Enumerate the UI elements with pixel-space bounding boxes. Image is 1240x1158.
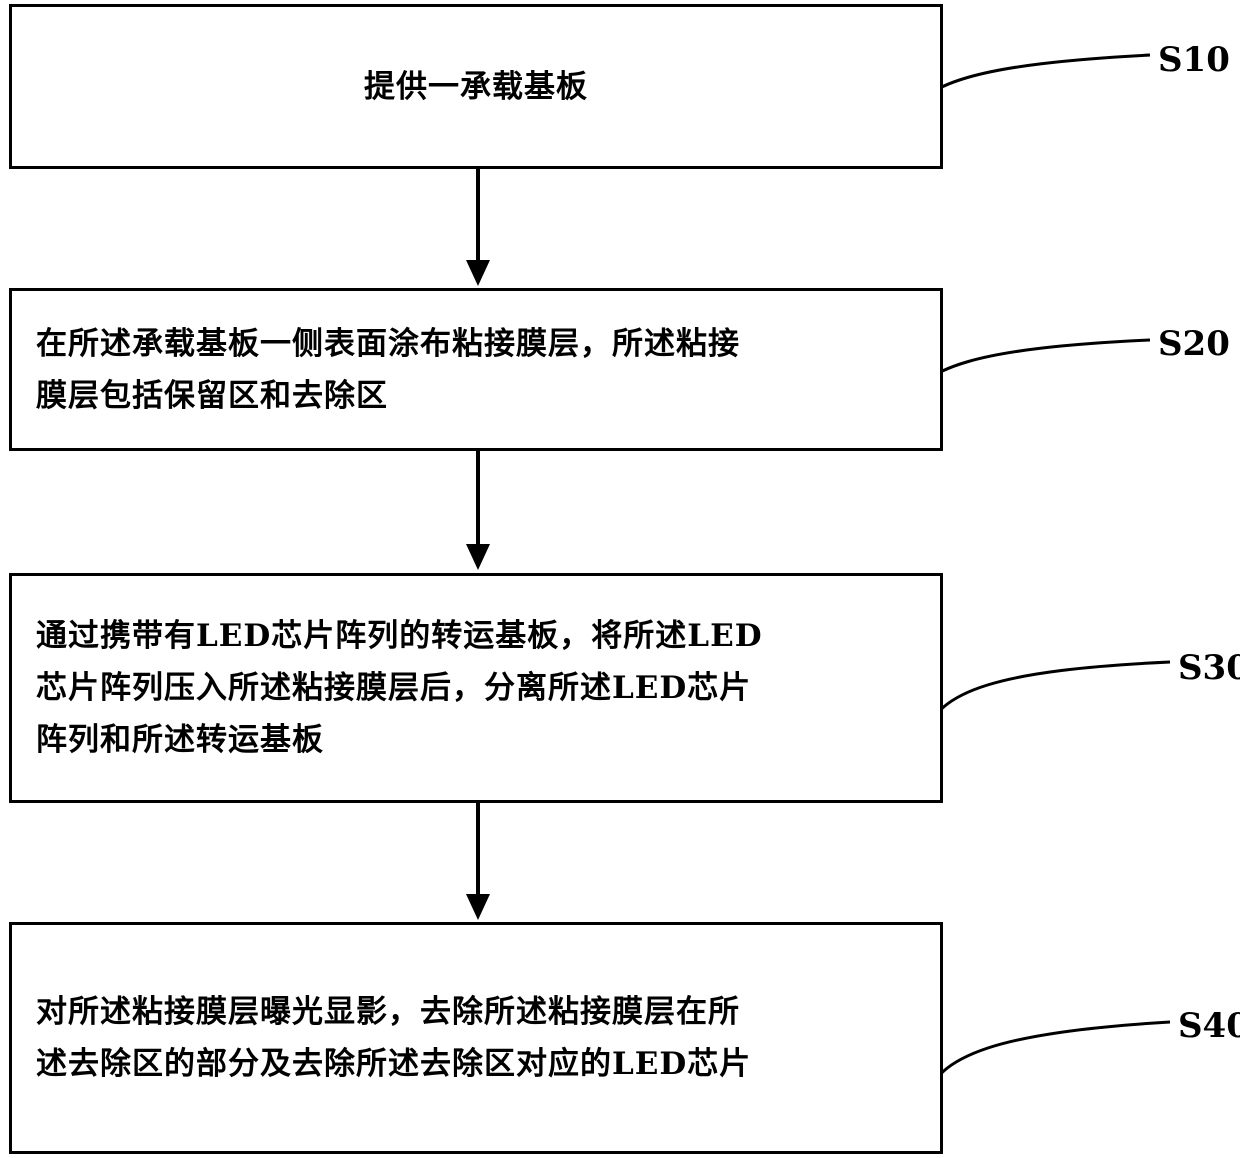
step-box-s30: 通过携带有LED芯片阵列的转运基板，将所述LED 芯片阵列压入所述粘接膜层后，分… xyxy=(9,573,943,803)
step-text-s40: 对所述粘接膜层曝光显影，去除所述粘接膜层在所 述去除区的部分及去除所述去除区对应… xyxy=(36,986,916,1090)
leader-curve-s30 xyxy=(925,662,1170,738)
leader-curve-s40 xyxy=(925,1022,1170,1102)
step-box-s40: 对所述粘接膜层曝光显影，去除所述粘接膜层在所 述去除区的部分及去除所述去除区对应… xyxy=(9,922,943,1154)
step-label-s20: S20 xyxy=(1158,324,1230,364)
step-box-s10: 提供一承载基板 xyxy=(9,4,943,169)
arrow-s10-s20 xyxy=(466,168,490,286)
arrow-s20-s30 xyxy=(466,450,490,570)
step-label-s10: S10 xyxy=(1158,40,1230,80)
step-label-s40: S40 xyxy=(1178,1006,1240,1046)
step-box-s20: 在所述承载基板一侧表面涂布粘接膜层，所述粘接 膜层包括保留区和去除区 xyxy=(9,288,943,451)
arrow-s30-s40 xyxy=(466,802,490,920)
step-text-s10: 提供一承载基板 xyxy=(36,61,916,113)
step-label-s30: S30 xyxy=(1178,648,1240,688)
step-text-s20: 在所述承载基板一侧表面涂布粘接膜层，所述粘接 膜层包括保留区和去除区 xyxy=(36,318,916,422)
step-text-s30: 通过携带有LED芯片阵列的转运基板，将所述LED 芯片阵列压入所述粘接膜层后，分… xyxy=(36,610,916,766)
